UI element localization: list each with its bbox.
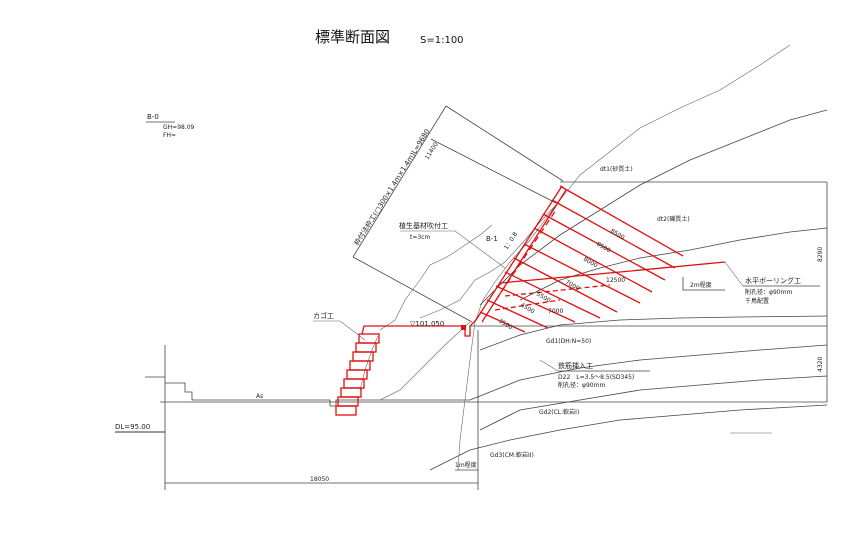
- right-dimension-bottom-value: 4320: [817, 357, 824, 372]
- anchor-length-7: 4500: [519, 302, 536, 316]
- layer-gd2-label: Gd2(CL:軟岩I): [539, 408, 579, 416]
- layer-line-dt2: [519, 227, 828, 301]
- toe-marker: [461, 325, 466, 330]
- drain-length-bracket: [682, 277, 725, 291]
- layer-line-gd2: [479, 375, 828, 431]
- frame-dimension-line: [352, 105, 447, 258]
- gabion-block: [335, 405, 357, 416]
- anchor-bar-6: [513, 257, 618, 313]
- vegetation-leader: [400, 230, 506, 269]
- horizontal-drain-dashed-2: [494, 299, 561, 311]
- frame-dimension-value: 11400: [424, 141, 440, 161]
- gabion-block: [358, 333, 380, 344]
- frame-dimension-extension-top: [445, 105, 564, 182]
- anchor-bar-4: [533, 227, 653, 293]
- slope-ratio-label: 1：0.8: [503, 231, 520, 251]
- anchor-length-4: 12500: [606, 277, 625, 284]
- gabion-block: [337, 396, 359, 407]
- anchor-length-1: 8500: [609, 228, 626, 242]
- anchor-length-3: 8000: [582, 256, 599, 270]
- anchor-note-leader: [539, 359, 559, 372]
- anchor-note-dia: 削孔径：φ90mm: [558, 381, 605, 389]
- anchor-length-8: 7000: [548, 308, 563, 315]
- slope-toe-line: [359, 335, 379, 391]
- layer-line-gd3: [429, 404, 828, 471]
- horizontal-drain-dashed: [504, 284, 611, 297]
- bottom-dimension-value: 18050: [310, 476, 329, 483]
- anchor-length-5: 7000: [564, 279, 581, 293]
- layer-line-gd1b: [469, 344, 828, 401]
- borehole-b1-label: B-1: [486, 235, 498, 243]
- cut-line-vertical: [457, 321, 476, 471]
- layer-line-gd1: [479, 315, 828, 351]
- dl-label: DL=95.00: [115, 423, 150, 431]
- anchor-note-spec: D22 L=3.5～8.5(SD345): [558, 374, 634, 381]
- borehole-b0-name: B-0: [147, 113, 159, 121]
- one-m-label: 1m程度: [455, 461, 477, 469]
- vegetation-thickness: t=3cm: [410, 234, 430, 241]
- anchor-length-9: 3500: [497, 318, 514, 332]
- anchor-bar-2: [551, 199, 676, 269]
- kago-label: カゴ工: [313, 311, 334, 320]
- kago-leader: [313, 320, 366, 341]
- frame-dimension-inner: [430, 138, 557, 204]
- layer-dt1-label: dt1(砂質土): [600, 165, 633, 173]
- level-label: ▽101.050: [410, 320, 444, 328]
- road-ground-line: [165, 382, 470, 407]
- drain-note-dia: 削孔径：φ90mm: [745, 288, 792, 296]
- ground-profile-upper: [474, 44, 791, 323]
- vegetation-title: 植生基材吹付工: [399, 221, 448, 230]
- anchor-note-title: 鉄筋挿入工: [558, 361, 593, 370]
- frame-slope: [475, 185, 567, 323]
- borehole-b0-fh: FH=: [163, 132, 176, 139]
- horizontal-drain: [499, 261, 726, 284]
- layer-line-dt1: [479, 109, 828, 306]
- anchor-bar-9: [486, 299, 549, 329]
- anchor-bar-5: [523, 243, 641, 304]
- anchor-bar-1: [559, 185, 684, 257]
- drain-note-title: 水平ボーリング工: [745, 276, 801, 285]
- frame-slope-dash: [495, 209, 557, 301]
- drain-note-layout: 千鳥配置: [745, 297, 769, 305]
- drain-length-label: 2m程度: [690, 281, 712, 289]
- anchor-bar-7: [504, 271, 601, 319]
- anchor-length-2: 8500: [595, 241, 612, 255]
- borehole-b0-gh: GH=98.09: [163, 124, 195, 131]
- drain-note-leader: [724, 261, 744, 287]
- layer-gd1-label: Gd1(DH:N=50): [546, 338, 591, 345]
- right-dimension-top-value: 8290: [817, 247, 824, 262]
- gabion-block: [340, 387, 362, 398]
- gabion-block: [349, 360, 371, 371]
- frame-dimension-extension-bottom: [352, 256, 473, 323]
- drawing-title: 標準断面図: [315, 28, 390, 46]
- anchor-bars: [479, 185, 684, 333]
- cut-line-lower: [379, 321, 471, 401]
- frame-slope-face: [475, 185, 563, 321]
- existing-slope-outline: [379, 224, 493, 331]
- as-label: As: [256, 393, 263, 400]
- layer-gd3-label: Gd3(CM:軟岩II): [490, 451, 534, 459]
- drawing-scale: S=1:100: [420, 35, 464, 46]
- layer-dt2-label: dt2(礫質土): [657, 215, 690, 223]
- anchor-bar-10: [479, 311, 526, 333]
